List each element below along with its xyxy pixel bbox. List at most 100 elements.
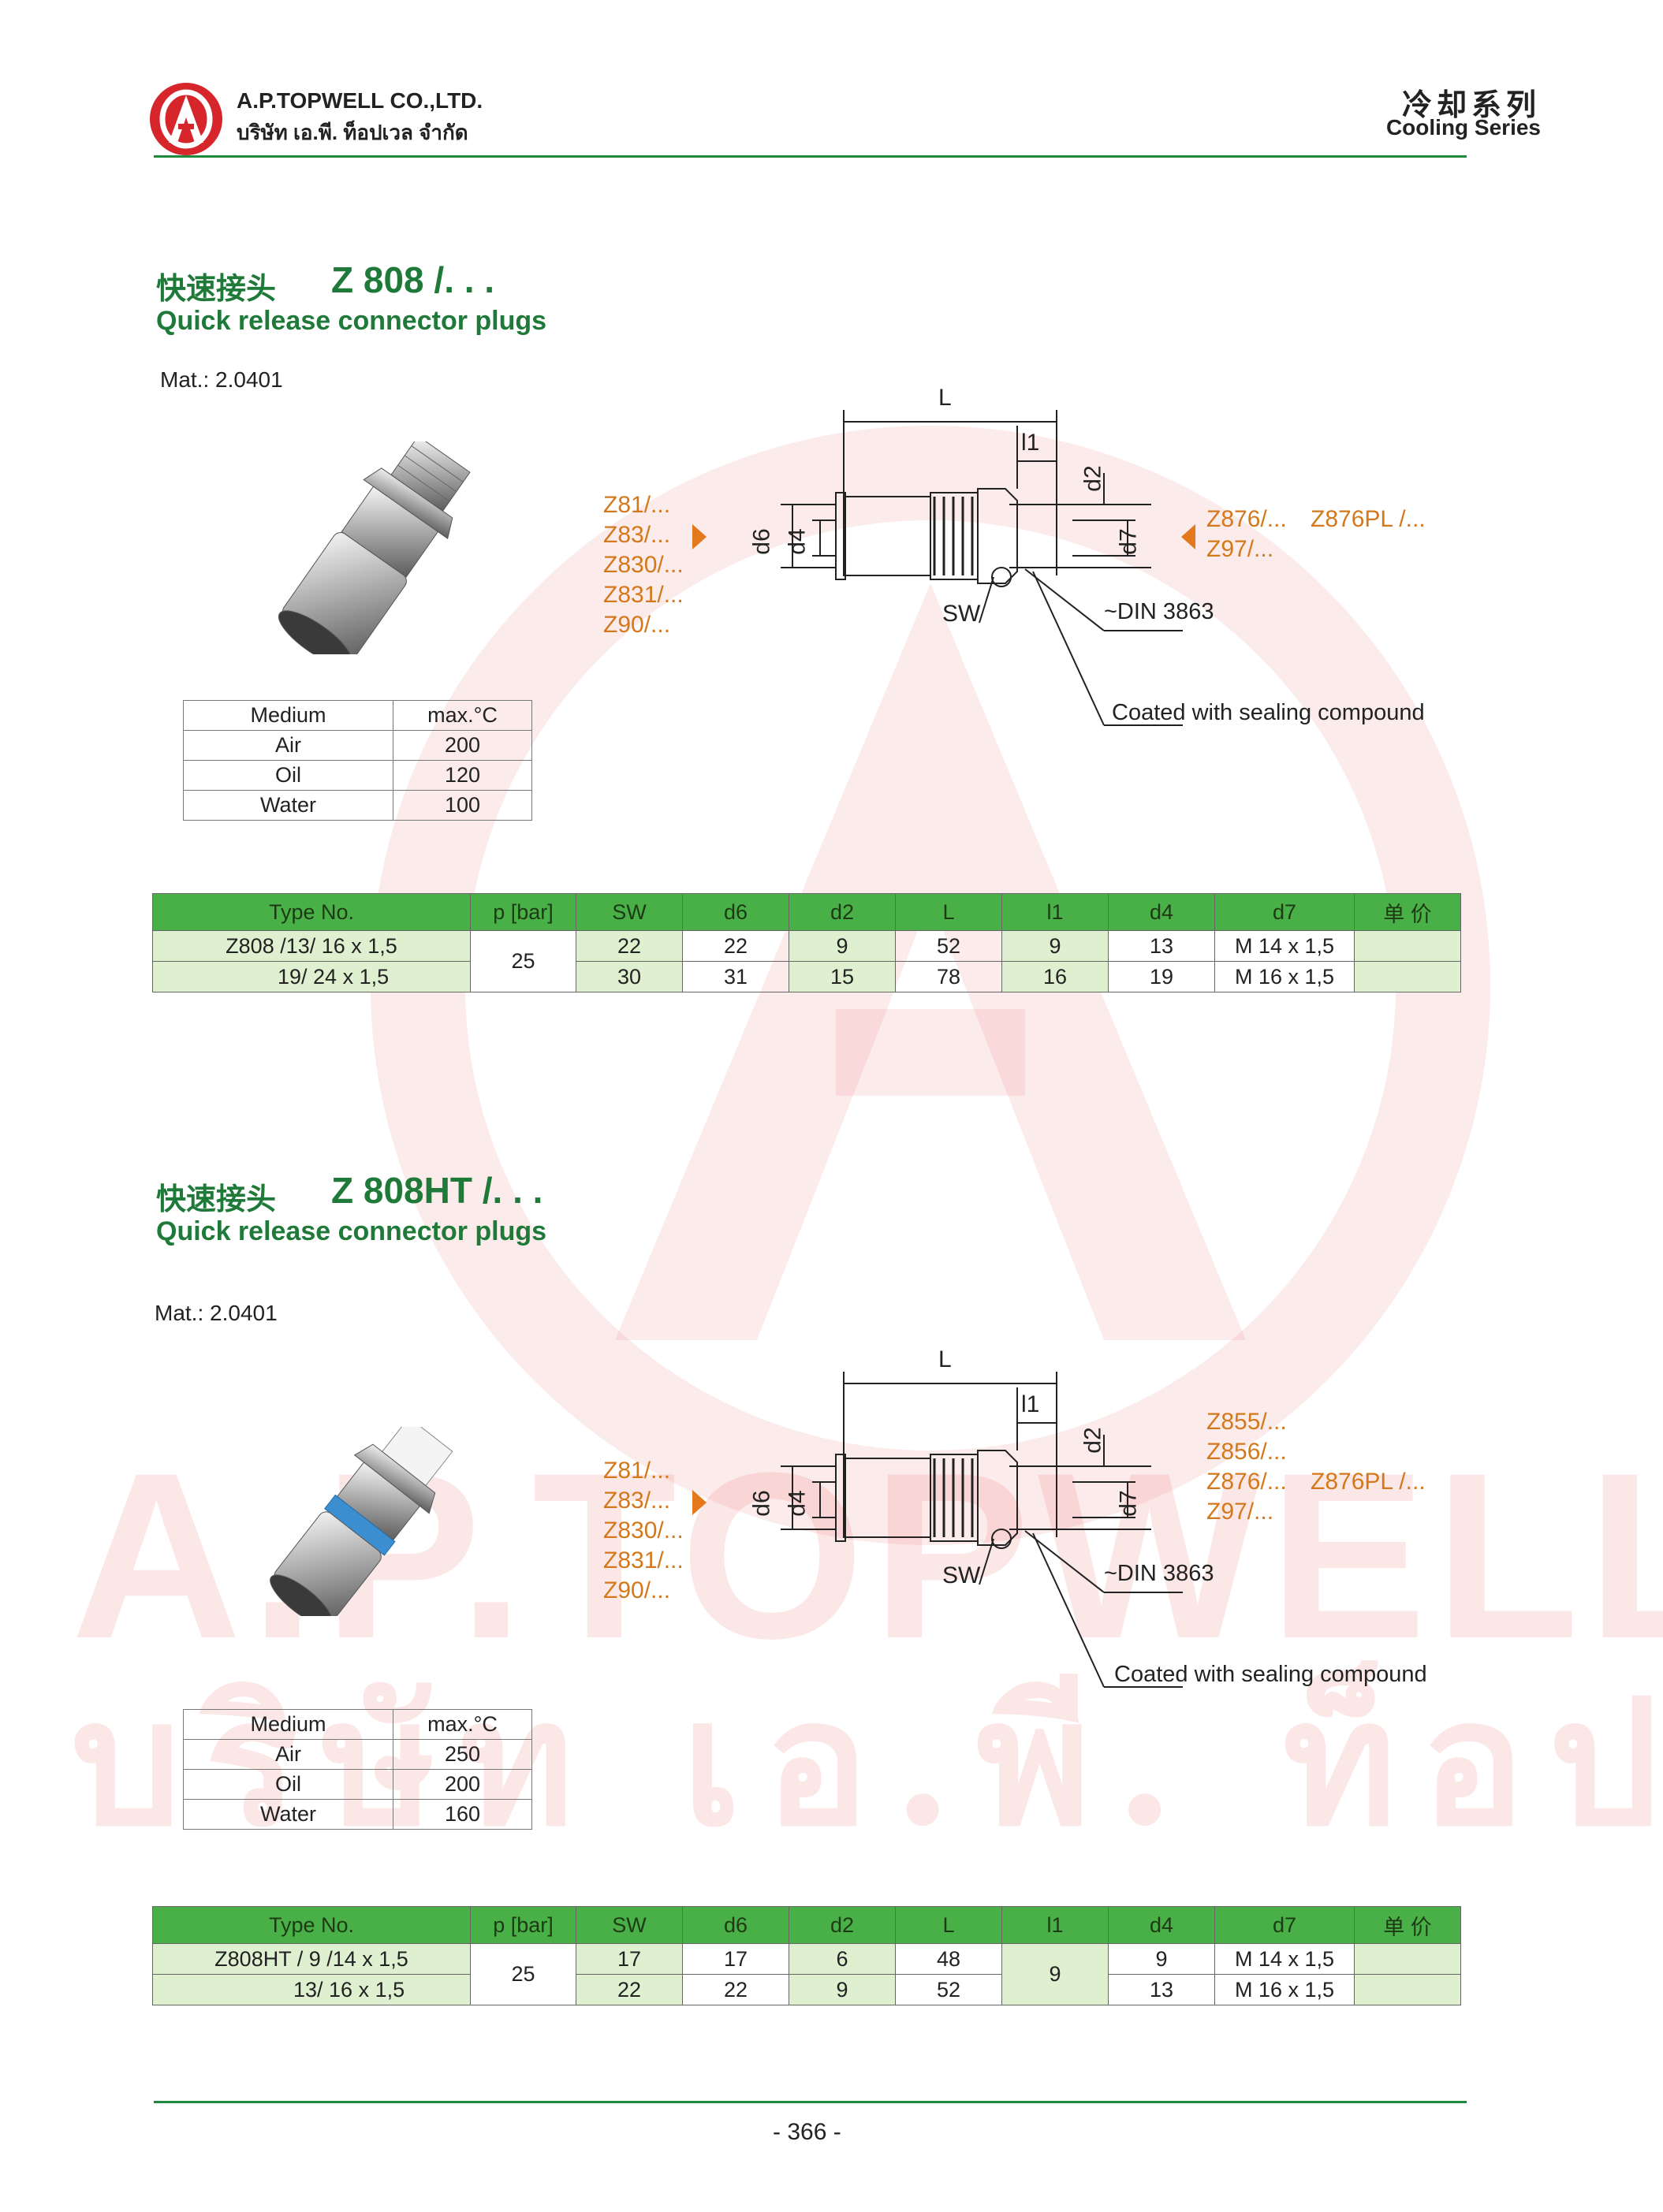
section2-technical-drawing <box>781 1372 1183 1688</box>
temp-cell: 200 <box>393 730 532 761</box>
section2-refs-right-2: Z876PL /... <box>1311 1469 1426 1495</box>
table-row: Z808 /13/ 16 x 1,5 25 22 22 9 52 9 13 M … <box>152 930 1461 992</box>
d2-cell: 15 <box>789 961 896 992</box>
col-d4: d4 <box>1108 893 1215 931</box>
d4-cell: 13 <box>1108 930 1215 962</box>
L-cell: 78 <box>895 961 1002 992</box>
col-l1: l1 <box>1001 1906 1109 1944</box>
header-rule <box>154 155 1467 158</box>
section1-dim-l1: l1 <box>1021 430 1040 456</box>
col-d6: d6 <box>682 1906 789 1944</box>
section1-medium-table: Medium max.°C Air 200 Oil 120 Water 100 <box>183 700 532 821</box>
pressure-cell: 25 <box>470 1943 576 2005</box>
medium-cell: Water <box>183 790 393 821</box>
section1-title-cn: 快速接头 <box>156 273 277 306</box>
section2-medium-table: Medium max.°C Air 250 Oil 200 Water 160 <box>183 1709 532 1830</box>
section2-title-cn: 快速接头 <box>156 1183 277 1216</box>
col-d7: d7 <box>1214 1906 1355 1944</box>
col-d7: d7 <box>1214 893 1355 931</box>
max-temp-header: max.°C <box>393 1709 532 1740</box>
type-cell: Z808HT / 9 /14 x 1,5 <box>152 1943 471 1975</box>
section1-dim-L: L <box>938 385 952 411</box>
section2-refs-right-1: Z855/... Z856/... Z876/... <box>1206 1409 1287 1495</box>
price-cell <box>1354 961 1461 992</box>
section1-refs-right-3: Z97/... <box>1206 536 1274 562</box>
section2-model: Z 808HT /. . . <box>331 1170 543 1211</box>
section2-dim-L: L <box>938 1346 952 1372</box>
sw-cell: 17 <box>576 1943 683 1975</box>
col-pressure: p [bar] <box>470 893 576 931</box>
d6-cell: 31 <box>682 961 789 992</box>
type-cell: 19/ 24 x 1,5 <box>152 961 471 992</box>
d7-cell: M 16 x 1,5 <box>1214 961 1355 992</box>
section1-material: Mat.: 2.0401 <box>160 367 283 392</box>
section2-arrow-right-icon <box>692 1490 707 1515</box>
section2-dim-l1: l1 <box>1021 1391 1040 1417</box>
col-type: Type No. <box>152 893 471 931</box>
medium-cell: Oil <box>183 760 393 791</box>
company-name-en: A.P.TOPWELL CO.,LTD. <box>237 88 483 113</box>
section1-refs-right-1: Z876/... <box>1206 506 1287 532</box>
price-cell <box>1354 930 1461 962</box>
L-cell: 52 <box>895 1974 1002 2005</box>
section1-dim-d2: d2 <box>1079 465 1106 492</box>
section1-arrow-right-icon <box>692 524 707 549</box>
company-logo <box>150 83 222 155</box>
d6-cell: 22 <box>682 1974 789 2005</box>
section1-spec-table: Type No. p [bar] SW d6 d2 L l1 d4 d7 单 价… <box>152 893 1461 992</box>
series-title-cn: 冷却系列 <box>1401 89 1541 122</box>
L-cell: 52 <box>895 930 1002 962</box>
sw-cell: 30 <box>576 961 683 992</box>
temp-cell: 200 <box>393 1769 532 1800</box>
type-cell: Z808 /13/ 16 x 1,5 <box>152 930 471 962</box>
type-cell: 13/ 16 x 1,5 <box>152 1974 471 2005</box>
section1-refs-right-2: Z876PL /... <box>1311 506 1426 532</box>
section1-din-note: ~DIN 3863 <box>1104 599 1214 624</box>
section1-model: Z 808 /. . . <box>331 259 495 300</box>
section2-dim-sw: SW <box>942 1562 981 1588</box>
section1-dim-d7: d7 <box>1115 528 1142 555</box>
sw-cell: 22 <box>576 930 683 962</box>
medium-cell: Water <box>183 1799 393 1830</box>
section2-dim-d4: d4 <box>784 1490 811 1517</box>
d7-cell: M 14 x 1,5 <box>1214 1943 1355 1975</box>
section1-dim-d6: d6 <box>748 528 775 555</box>
d7-cell: M 14 x 1,5 <box>1214 930 1355 962</box>
medium-cell: Oil <box>183 1769 393 1800</box>
section2-refs-left: Z81/... Z83/... Z830/... Z831/... Z90/..… <box>603 1458 684 1603</box>
section1-product-photo <box>278 441 471 654</box>
section2-din-note: ~DIN 3863 <box>1104 1561 1214 1586</box>
col-pressure: p [bar] <box>470 1906 576 1944</box>
table-row: 13/ 16 x 1,5 22 22 9 52 13 M 16 x 1,5 <box>152 1974 1461 2005</box>
page-number: - 366 - <box>773 2119 841 2145</box>
col-price: 单 价 <box>1354 893 1461 931</box>
section1-arrow-left-icon <box>1181 524 1195 549</box>
section2-refs-right-3: Z97/... <box>1206 1499 1274 1525</box>
temp-cell: 100 <box>393 790 532 821</box>
section1-refs-left: Z81/... Z83/... Z830/... Z831/... Z90/..… <box>603 492 684 638</box>
col-d4: d4 <box>1108 1906 1215 1944</box>
price-cell <box>1354 1943 1461 1975</box>
d4-cell: 13 <box>1108 1974 1215 2005</box>
section2-coated-note: Coated with sealing compound <box>1114 1662 1427 1687</box>
d2-cell: 6 <box>789 1943 896 1975</box>
section1-technical-drawing <box>781 410 1183 726</box>
L-cell: 48 <box>895 1943 1002 1975</box>
section1-title-en: Quick release connector plugs <box>156 306 547 336</box>
section1-coated-note: Coated with sealing compound <box>1112 700 1425 725</box>
section2-dim-d2: d2 <box>1079 1427 1106 1454</box>
col-sw: SW <box>576 893 683 931</box>
temp-cell: 160 <box>393 1799 532 1830</box>
l1-cell: 9 <box>1001 930 1109 962</box>
d2-cell: 9 <box>789 930 896 962</box>
d7-cell: M 16 x 1,5 <box>1214 1974 1355 2005</box>
d4-cell: 9 <box>1108 1943 1215 1975</box>
table-row: 19/ 24 x 1,5 30 31 15 78 16 19 M 16 x 1,… <box>152 961 1461 992</box>
d6-cell: 17 <box>682 1943 789 1975</box>
section2-product-photo <box>270 1427 453 1616</box>
d6-cell: 22 <box>682 930 789 962</box>
medium-cell: Air <box>183 1739 393 1770</box>
col-L: L <box>895 893 1002 931</box>
section2-spec-table: Type No. p [bar] SW d6 d2 L l1 d4 d7 单 价… <box>152 1906 1461 2005</box>
pressure-cell: 25 <box>470 930 576 992</box>
